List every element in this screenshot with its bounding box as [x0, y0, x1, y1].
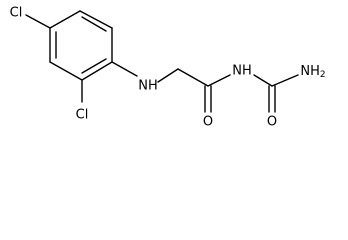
atom-cl-top: Cl: [10, 6, 23, 21]
ring-bond-4: [81, 61, 113, 81]
bond-ring-nh: [111, 61, 138, 77]
ring-bond-1: [49, 10, 81, 29]
ring-double-2: [81, 58, 107, 74]
ring-bond-2: [79, 10, 113, 29]
bond-ch2-co: [177, 68, 209, 87]
bond-c-cl-top: [25, 14, 51, 29]
atom-urea-o: O: [267, 115, 277, 130]
bond-co-nh: [207, 74, 231, 87]
bond-cu-nh2: [271, 74, 299, 87]
molecule-diagram: Cl Cl NH O NH O NH2: [10, 6, 326, 130]
benzene-ring: [49, 10, 113, 81]
atom-imide-nh: NH: [232, 64, 252, 79]
bond-nh-ch2: [157, 68, 179, 83]
atom-cl-bottom: Cl: [76, 108, 89, 123]
atom-carbonyl-o: O: [203, 115, 213, 130]
structure-svg: Cl Cl NH O NH O NH2: [10, 6, 326, 130]
ring-bond-5: [49, 61, 83, 81]
atom-amine-nh: NH: [138, 79, 158, 94]
bond-nh-cu: [253, 74, 273, 87]
atom-nh2: NH2: [300, 64, 325, 81]
ring-double-1: [81, 16, 107, 32]
